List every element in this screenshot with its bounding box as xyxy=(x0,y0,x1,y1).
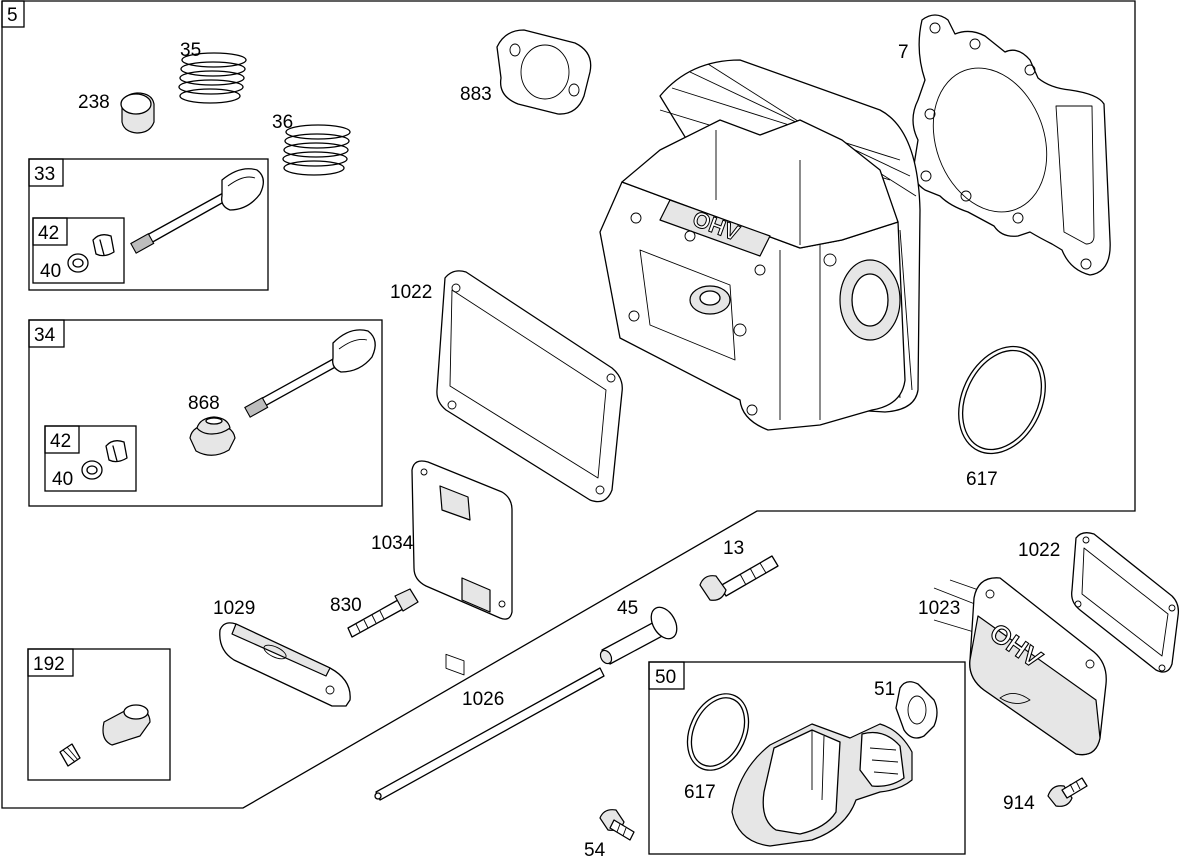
part-914-screw xyxy=(1047,777,1088,807)
kit-box-192 xyxy=(27,648,171,781)
cylinder-head: OHV xyxy=(599,59,921,431)
callout-13: 13 xyxy=(723,538,744,559)
callout-7: 7 xyxy=(898,42,909,63)
callout-238: 238 xyxy=(78,92,110,113)
callout-box-5 xyxy=(1,0,25,28)
callout-42b: 42 xyxy=(50,431,71,452)
part-1026-push-rod xyxy=(374,667,605,801)
part-238-valve-cap xyxy=(120,92,155,134)
callout-40a: 40 xyxy=(40,261,61,282)
kit-box-34 xyxy=(28,319,383,507)
part-7-head-gasket xyxy=(912,14,1111,276)
callout-36: 36 xyxy=(272,112,293,133)
part-1022-cover-gasket-lower xyxy=(1071,532,1180,673)
part-1022-cover-gasket-upper xyxy=(436,270,623,503)
callout-617b: 617 xyxy=(684,782,716,803)
part-45-push-rod-guide xyxy=(599,606,678,665)
part-33-valve xyxy=(130,168,264,254)
callout-883: 883 xyxy=(460,84,492,105)
part-40-retainer-b xyxy=(81,460,103,480)
part-36-valve-spring xyxy=(282,124,351,176)
part-1034-breather-plate xyxy=(411,460,513,676)
callout-1026: 1026 xyxy=(462,689,504,710)
part-617-o-ring-lower xyxy=(686,693,750,771)
callout-1022a: 1022 xyxy=(390,282,432,303)
callout-830: 830 xyxy=(330,595,362,616)
callout-54: 54 xyxy=(584,840,606,861)
part-40-retainer-a xyxy=(67,253,89,273)
kit-box-33 xyxy=(28,158,269,291)
callout-5: 5 xyxy=(7,5,18,26)
callout-35: 35 xyxy=(180,40,201,61)
callout-34: 34 xyxy=(34,325,56,346)
part-13-head-bolt xyxy=(699,555,779,601)
part-54-screw xyxy=(599,809,635,841)
callout-1023: 1023 xyxy=(918,598,960,619)
part-42-keeper-b xyxy=(105,440,128,463)
callout-33: 33 xyxy=(34,164,55,185)
callout-617a: 617 xyxy=(966,469,998,490)
callout-1034: 1034 xyxy=(371,533,414,554)
callout-914: 914 xyxy=(1003,793,1035,814)
part-192-adjuster xyxy=(59,704,151,767)
part-868-valve-seal xyxy=(189,416,236,456)
callout-192: 192 xyxy=(33,654,65,675)
part-1029-rocker-arm xyxy=(219,622,351,707)
kit-box-50 xyxy=(648,661,966,855)
part-1023-valve-cover: OHV xyxy=(933,577,1107,756)
part-51-gasket xyxy=(895,681,938,739)
assembly-frame xyxy=(1,0,1136,809)
callout-1022b: 1022 xyxy=(1018,540,1060,561)
callout-868: 868 xyxy=(188,393,220,414)
callout-42a: 42 xyxy=(38,223,59,244)
callout-45: 45 xyxy=(617,598,638,619)
part-42-keeper-a xyxy=(92,234,115,257)
callout-40b: 40 xyxy=(52,469,73,490)
callout-50: 50 xyxy=(655,667,676,688)
kit-box-42b xyxy=(44,425,137,492)
part-830-rocker-stud xyxy=(347,588,419,638)
callout-51: 51 xyxy=(874,679,895,700)
part-34-valve xyxy=(244,329,376,418)
callout-1029: 1029 xyxy=(213,598,255,619)
part-617-o-ring-upper xyxy=(958,345,1046,455)
part-50-intake-elbow xyxy=(731,723,913,847)
part-883-gasket xyxy=(496,29,592,115)
kit-box-42a xyxy=(32,217,125,284)
part-35-valve-spring xyxy=(178,52,247,104)
